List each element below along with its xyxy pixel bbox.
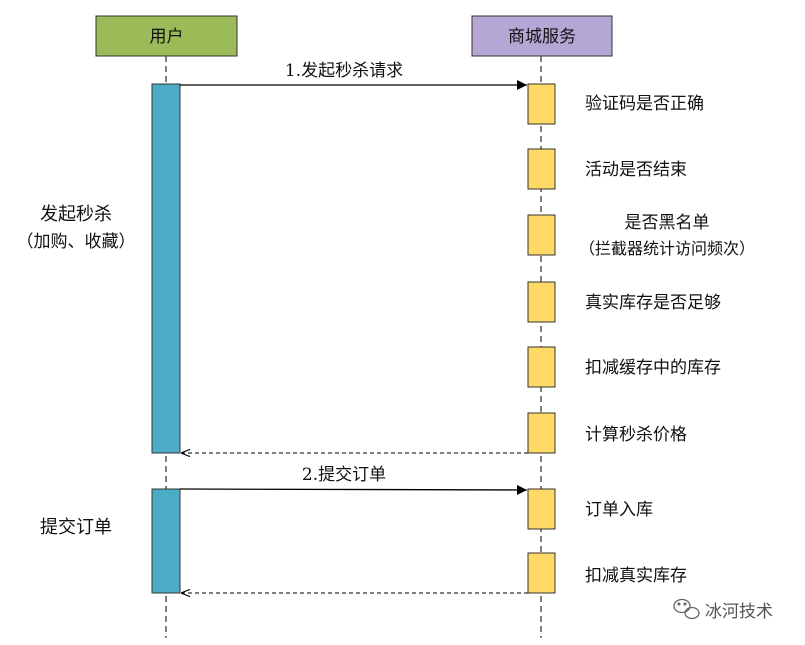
participant-user-label: 用户 bbox=[150, 27, 184, 47]
watermark: 冰河技术 bbox=[673, 598, 773, 622]
user-activation-submit bbox=[151, 488, 181, 594]
service-activation-5 bbox=[527, 346, 556, 388]
step-label-7: 订单入库 bbox=[585, 500, 653, 520]
step-label-3-line2: （拦截器统计访问频次） bbox=[579, 239, 755, 258]
service-activation-2 bbox=[527, 148, 556, 190]
user-label-submit: 提交订单 bbox=[40, 517, 112, 538]
step-label-6: 计算秒杀价格 bbox=[585, 425, 687, 445]
service-activation-6 bbox=[527, 412, 556, 454]
user-activation-seckill bbox=[151, 83, 181, 454]
step-label-1: 验证码是否正确 bbox=[585, 94, 704, 114]
step-label-3-line1: 是否黑名单 bbox=[625, 213, 710, 233]
step-label-2: 活动是否结束 bbox=[585, 160, 687, 180]
participant-user: 用户 bbox=[95, 15, 238, 57]
message-2-label: 2.提交订单 bbox=[302, 465, 386, 485]
watermark-text: 冰河技术 bbox=[705, 602, 773, 622]
service-activation-3 bbox=[527, 214, 556, 256]
service-activation-7 bbox=[527, 488, 556, 530]
user-label-seckill-line2: （加购、收藏） bbox=[17, 232, 136, 252]
step-label-5: 扣减缓存中的库存 bbox=[585, 358, 721, 378]
participant-service: 商城服务 bbox=[471, 15, 613, 57]
message-1-label: 1.发起秒杀请求 bbox=[285, 61, 403, 81]
step-label-4: 真实库存是否足够 bbox=[585, 293, 721, 313]
user-label-seckill-line1: 发起秒杀 bbox=[40, 204, 112, 225]
step-label-8: 扣减真实库存 bbox=[585, 566, 687, 586]
service-activation-1 bbox=[527, 83, 556, 125]
service-activation-8 bbox=[527, 552, 556, 594]
message-2-arrow bbox=[179, 484, 528, 495]
participant-service-label: 商城服务 bbox=[508, 27, 576, 47]
service-activation-4 bbox=[527, 281, 556, 323]
wechat-icon bbox=[673, 598, 700, 620]
